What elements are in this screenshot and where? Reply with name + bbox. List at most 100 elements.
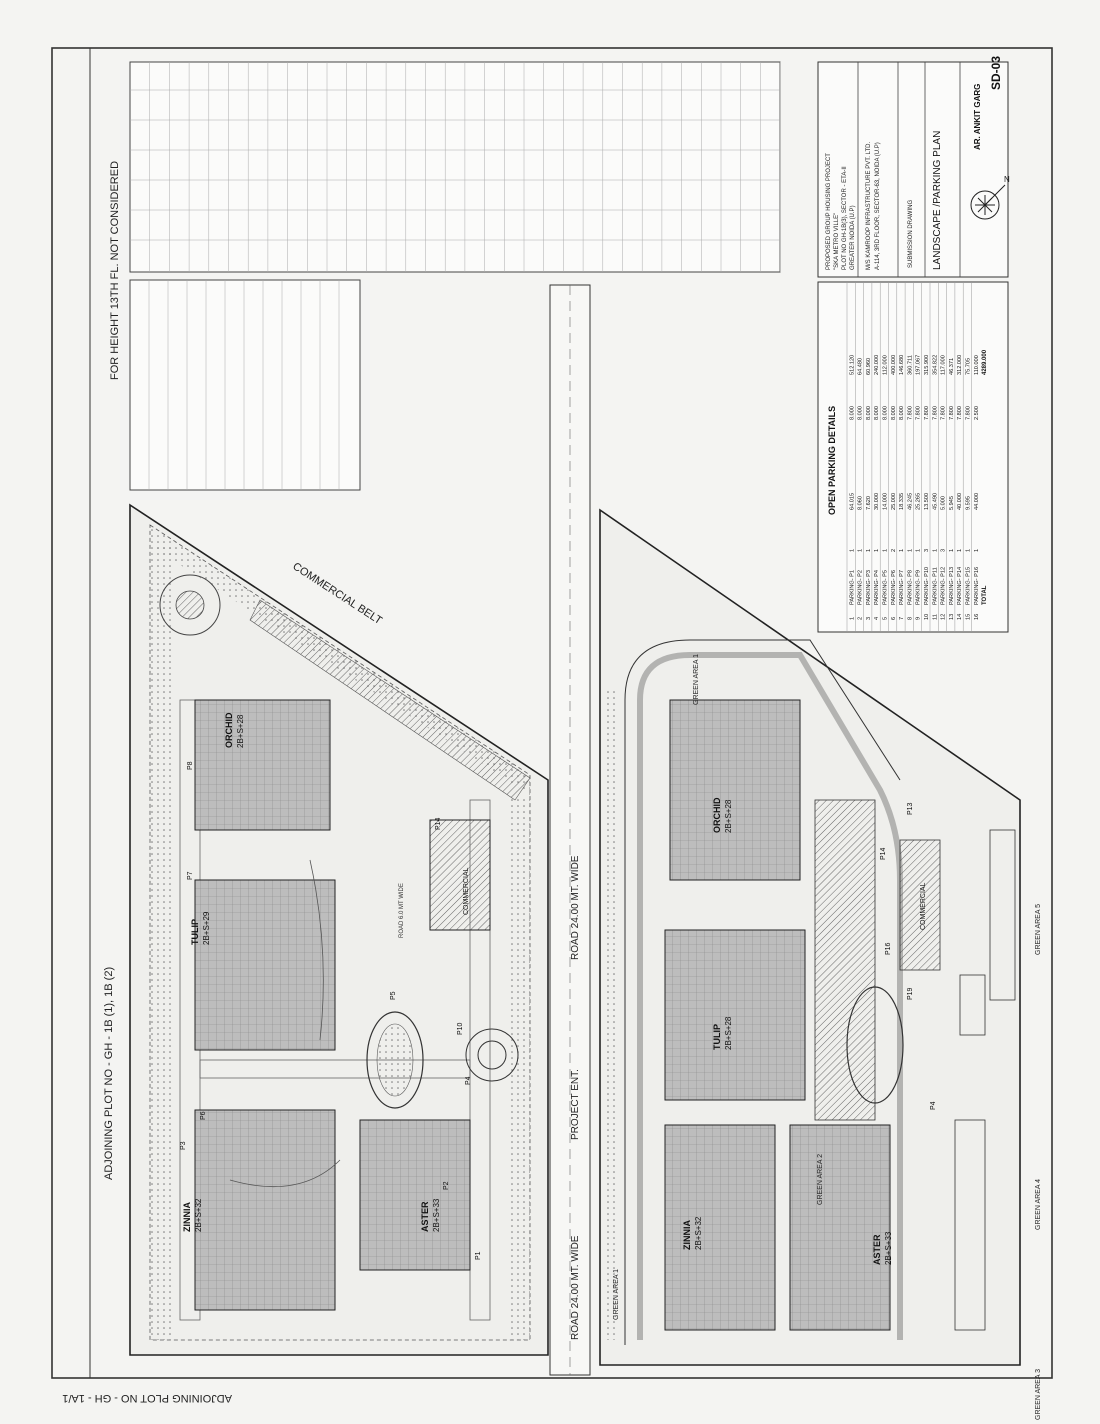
parking-cell-name: PARKING- P8 [907, 570, 913, 605]
parking-tag-text: P13 [907, 802, 914, 815]
parking-cell-no: 1 [849, 617, 855, 620]
road-lower-label: ROAD 24.00 MT. WIDE [570, 1235, 581, 1340]
parking-cell-len: 25.000 [891, 493, 897, 510]
parking-tag-p14: P14 [435, 817, 442, 830]
parking-tag-text: P19 [907, 987, 914, 1000]
stage-label: SUBMISSION DRAWING [908, 200, 914, 268]
tower-orchid-upper-name: ORCHID [224, 712, 234, 748]
parking-tag-text: P5 [390, 991, 397, 1000]
parking-tag-text: P4 [465, 1076, 472, 1085]
green-area-4-label: GREEN AREA 4 [1035, 1179, 1042, 1230]
parking-p16-lower [959, 974, 986, 1036]
parking-cell-no: 16 [974, 614, 980, 620]
parking-tag-p8: P8 [187, 761, 194, 770]
commercial-lower-label: COMMERCIAL [920, 882, 927, 930]
parking-cell-qty: 1 [866, 549, 872, 552]
parking-tag-text: P14 [880, 847, 887, 860]
parking-cell-qty: 1 [949, 549, 955, 552]
tower-aster-upper-name: ASTER [420, 1201, 430, 1232]
parking-cell-wid: 8.000 [899, 406, 905, 420]
adjoining-top-label: ADJOINING PLOT NO - GH - 1B (1), 1B (2) [103, 967, 115, 1180]
parking-cell-no: 11 [932, 614, 938, 620]
tower-orchid-lower-name: ORCHID [712, 797, 722, 833]
tower-tulip-upper [194, 879, 336, 1051]
parking-cell-name: PARKING- P2 [858, 570, 864, 605]
lower-oval-lawn [846, 986, 904, 1104]
parking-cell-area: 64.480 [858, 358, 864, 375]
parking-cell-wid: 8.000 [866, 406, 872, 420]
parking-cell-area: 354.822 [932, 355, 938, 375]
parking-cell-wid: 7.800 [907, 406, 913, 420]
parking-cell-wid: 7.800 [924, 406, 930, 420]
parking-tag-text: P14 [435, 817, 442, 830]
parking-cell-area: 60.960 [866, 358, 872, 375]
parking-strip-lower [954, 1119, 986, 1331]
parking-strip-p14 [814, 799, 876, 1121]
road-upper-label: ROAD 24.00 MT. WIDE [570, 855, 581, 960]
parking-cell-len: 5.945 [949, 496, 955, 510]
parking-total-label: TOTAL [982, 585, 988, 605]
parking-tag-p5: P5 [390, 991, 397, 1000]
lower-site-plan [599, 508, 1021, 1366]
area-statement-table [129, 61, 781, 273]
tower-tulip-lower-code: 2B+S+28 [724, 1016, 733, 1050]
parking-tag-p14: P14 [880, 847, 887, 860]
parking-tag-text: P7 [187, 871, 194, 880]
tower-aster-upper-code: 2B+S+33 [432, 1198, 441, 1232]
parking-cell-qty: 1 [932, 549, 938, 552]
parking-cell-len: 25.265 [916, 493, 922, 510]
parking-tag-text: P4 [930, 1101, 937, 1110]
parking-cell-len: 44.000 [974, 493, 980, 510]
parking-cell-qty: 1 [883, 549, 889, 552]
parking-tag-p16: P16 [885, 942, 892, 955]
parking-tag-text: P10 [457, 1022, 464, 1035]
parking-tag-p7: P7 [187, 871, 194, 880]
parking-cell-qty: 1 [907, 549, 913, 552]
parking-cell-len: 5.000 [941, 496, 947, 510]
parking-cell-qty: 2 [891, 549, 897, 552]
parking-cell-len: 13.500 [924, 493, 930, 510]
parking-tag-p4: P4 [930, 1101, 937, 1110]
parking-cell-no: 4 [874, 617, 880, 620]
parking-cell-wid: 8.000 [858, 406, 864, 420]
north-arrow-icon [970, 184, 1006, 220]
parking-cell-no: 8 [907, 617, 913, 620]
parking-cell-len: 7.620 [866, 496, 872, 510]
project-entrance-label: PROJECT ENT. [570, 1069, 581, 1140]
parking-cell-wid: 8.000 [874, 406, 880, 420]
green-area-1-lower-label: GREEN AREA 1 [613, 1269, 620, 1320]
parking-tag-text: P8 [187, 761, 194, 770]
commercial-upper-label: COMMERCIAL [463, 867, 470, 915]
green-area-3-label: GREEN AREA 3 [1035, 1369, 1042, 1420]
tower-orchid-upper-code: 2B+S+28 [236, 714, 245, 748]
parking-cell-no: 9 [916, 617, 922, 620]
parking-tag-p1: P1 [475, 1251, 482, 1260]
title-block [817, 61, 1009, 278]
parking-tag-p3: P3 [180, 1141, 187, 1150]
parking-tag-p6: P6 [200, 1111, 207, 1120]
tower-zinnia-lower-code: 2B+S+32 [694, 1216, 703, 1250]
parking-cell-len: 46.245 [907, 493, 913, 510]
parking-cell-qty: 1 [899, 549, 905, 552]
parking-cell-area: 110.000 [974, 355, 980, 375]
tower-zinnia-upper [194, 1109, 336, 1311]
tower-aster-lower-code: 2B+S+33 [884, 1231, 893, 1265]
parking-cell-name: PARKING- P7 [899, 570, 905, 605]
parking-cell-name: PARKING- P9 [916, 570, 922, 605]
parking-cell-area: 400.000 [891, 355, 897, 375]
parking-total-value: 4289.000 [982, 349, 988, 375]
parking-cell-no: 3 [866, 617, 872, 620]
project-line-2: "SKA METRO VILLE" [834, 213, 840, 270]
parking-cell-len: 8.060 [858, 496, 864, 510]
client-line-2: A-114, 3RD FLOOR, SECTOR-63, NOIDA (U.P) [875, 142, 881, 270]
tower-zinnia-upper-code: 2B+S+32 [194, 1198, 203, 1232]
parking-cell-wid: 7.800 [916, 406, 922, 420]
parking-cell-name: PARKING- P12 [941, 567, 947, 605]
parking-cell-no: 15 [966, 614, 972, 620]
parking-cell-no: 6 [891, 617, 897, 620]
parking-cell-name: PARKING- P5 [883, 570, 889, 605]
road-6m-label: ROAD 6.0 MT WIDE [399, 883, 405, 938]
